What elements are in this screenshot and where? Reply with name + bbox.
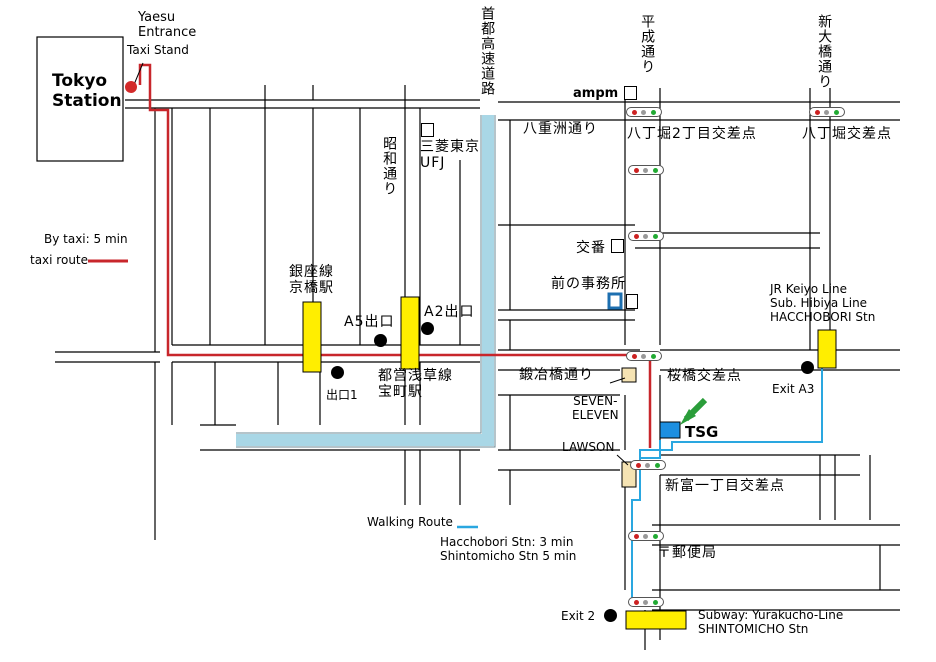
taxi-stand-label: Taxi Stand <box>127 43 189 57</box>
shintomicho-label: Subway: Yurakucho-Line SHINTOMICHO Stn <box>698 608 844 636</box>
mufg-label: 三菱東京 UFJ <box>420 139 480 172</box>
walking-route-label: Walking Route <box>367 515 453 529</box>
a2-exit-label: A2出口 <box>424 304 475 320</box>
taxi-stand-dot <box>125 81 137 93</box>
seven-eleven-label: SEVEN- ELEVEN <box>572 394 619 422</box>
a2-exit-dot <box>421 322 434 335</box>
heisei-dori-label: 平成通り <box>639 14 656 74</box>
hatchobori-station <box>817 329 837 369</box>
shintomicho-station <box>625 610 687 630</box>
exit-a3-label: Exit A3 <box>772 382 815 396</box>
hatchobori-crossing-label: 八丁堀交差点 <box>802 126 892 142</box>
showa-dori-label: 昭和通り <box>381 136 398 196</box>
koban-label: 交番 <box>576 240 606 256</box>
yaesu-dori-label: 八重洲通り <box>523 121 598 137</box>
hatchobori-2-label: 八丁堀2丁目交差点 <box>627 126 757 142</box>
traffic-signal-icon <box>809 107 845 117</box>
previous-office-marker <box>607 292 623 310</box>
traffic-signal-icon <box>628 597 664 607</box>
kyobashi-station <box>302 301 322 373</box>
tsg-building <box>659 421 681 439</box>
traffic-signal-icon <box>628 165 664 175</box>
kyobashi-station-label: 銀座線 京橋駅 <box>289 264 334 297</box>
takaracho-station-label: 都営浅草線 宝町駅 <box>378 368 453 401</box>
previous-office-label: 前の事務所 <box>551 276 626 292</box>
kajibashi-dori-label: 鍛冶橋通り <box>519 367 594 383</box>
mufg-marker <box>421 123 434 137</box>
shin-ohashi-dori-label: 新大橋通り <box>816 14 833 89</box>
tsg-label: TSG <box>685 423 719 441</box>
post-office-label: 〒郵便局 <box>657 545 717 561</box>
traffic-signal-icon <box>628 231 664 241</box>
expressway <box>236 115 494 446</box>
seven-eleven-marker <box>621 367 637 383</box>
traffic-signal-icon <box>626 351 662 361</box>
taxi-route-label: taxi route <box>30 253 89 267</box>
lawson-label: LAWSON <box>562 440 615 454</box>
exit2-dot <box>604 609 617 622</box>
by-taxi-label: By taxi: 5 min <box>44 232 128 246</box>
office-side-marker <box>626 294 638 309</box>
jr-keiyo-label: JR Keiyo Line Sub. Hibiya Line HACCHOBOR… <box>770 282 876 324</box>
exit1-label: 出口1 <box>326 388 358 402</box>
traffic-signal-icon <box>628 531 664 541</box>
tokyo-station-box <box>36 36 124 162</box>
ampm-label: ampm <box>573 86 619 101</box>
exit1-dot <box>331 366 344 379</box>
a5-exit-label: A5出口 <box>344 314 395 330</box>
exit2-label: Exit 2 <box>561 609 596 623</box>
walk-times-label: Hacchobori Stn: 3 min Shintomicho Stn 5 … <box>440 535 577 563</box>
arrow-icon <box>680 397 708 425</box>
koban-marker <box>611 239 624 253</box>
tokyo-station-label: Tokyo Station <box>52 71 122 111</box>
expressway-label: 首都高速道路 <box>479 6 496 96</box>
traffic-signal-icon <box>626 107 662 117</box>
yaesu-entrance-label: Yaesu Entrance <box>138 10 197 40</box>
ampm-marker <box>624 86 637 100</box>
takaracho-station <box>400 296 420 370</box>
traffic-signal-icon <box>630 460 666 470</box>
shintomi-crossing-label: 新富一丁目交差点 <box>665 478 785 494</box>
walking-route <box>631 345 823 605</box>
exit-a3-dot <box>801 361 814 374</box>
a5-exit-dot <box>374 334 387 347</box>
sakurabashi-label: 桜橋交差点 <box>667 368 742 384</box>
